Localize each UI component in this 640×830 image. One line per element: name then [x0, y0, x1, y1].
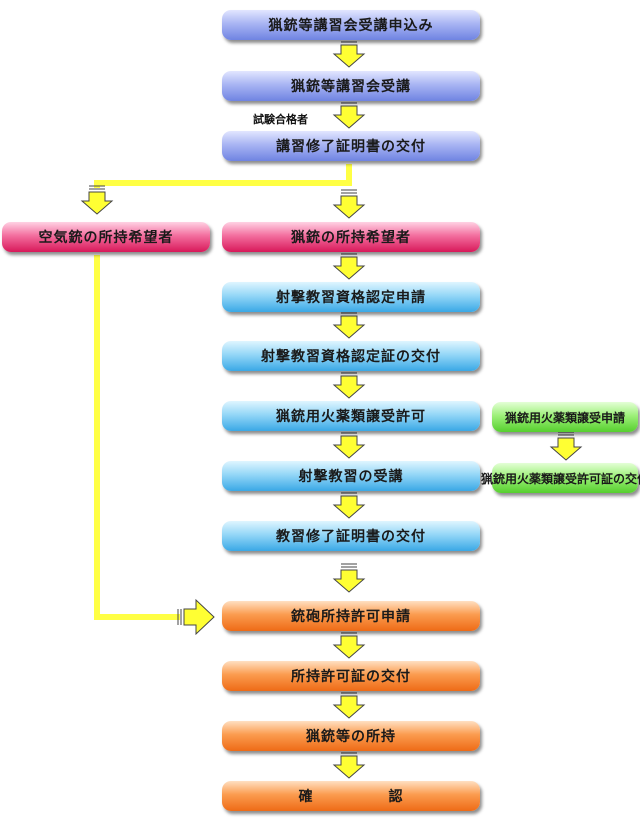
flow-down-arrow-7 [332, 495, 366, 519]
step-gun-possession: 猟銃等の所持 [222, 721, 480, 751]
step-lecture-application: 猟銃等講習会受講申込み [222, 10, 480, 40]
branch-connector-line [94, 164, 352, 188]
side-down-arrow [549, 437, 583, 461]
pass-note: 試験合格者 [253, 113, 308, 126]
flow-down-arrow-4 [332, 315, 366, 339]
step-lecture-certificate: 講習修了証明書の交付 [222, 131, 480, 161]
side-explosives-permit-issue: 猟銃用火薬類譲受許可証の交付 [481, 463, 640, 493]
flow-down-arrow-6 [332, 435, 366, 459]
flow-down-arrow-10 [332, 695, 366, 719]
step-gun-permit-application: 銃砲所持許可申請 [222, 601, 480, 631]
flow-down-arrow-0 [332, 44, 366, 68]
flow-down-arrow-9 [332, 635, 366, 659]
air-gun-applicant-box: 空気銃の所持希望者 [2, 222, 210, 252]
step-lecture-attendance: 猟銃等講習会受講 [222, 71, 480, 101]
flow-down-arrow-2 [332, 195, 366, 219]
step-training-qualification-application: 射撃教習資格認定申請 [222, 282, 480, 312]
air-gun-down-arrow [80, 191, 114, 215]
step-confirmation: 確 認 [222, 781, 480, 811]
flow-down-arrow-3 [332, 256, 366, 280]
air-gun-connector-line [94, 255, 180, 620]
side-explosives-application: 猟銃用火薬類譲受申請 [492, 402, 638, 432]
step-explosives-permit: 猟銃用火薬類譲受許可 [222, 401, 480, 431]
step-permit-issue: 所持許可証の交付 [222, 661, 480, 691]
step-training-qualification-issue: 射撃教習資格認定証の交付 [222, 341, 480, 371]
air-gun-right-arrow [183, 598, 215, 636]
flow-down-arrow-5 [332, 375, 366, 399]
shotgun-applicant-box: 猟銃の所持希望者 [222, 222, 480, 252]
flow-down-arrow-8 [332, 569, 366, 593]
flow-down-arrow-11 [332, 755, 366, 779]
flow-down-arrow-1 [332, 105, 366, 129]
step-training-attendance: 射撃教習の受講 [222, 461, 480, 491]
step-training-certificate: 教習修了証明書の交付 [222, 521, 480, 551]
